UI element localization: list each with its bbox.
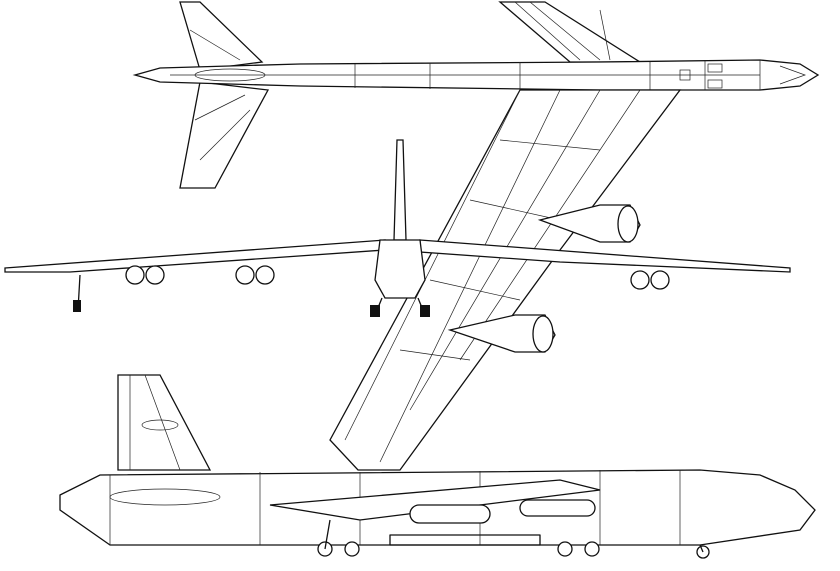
- side-view-wing: [269, 479, 601, 521]
- top-view-engine-pod-inner: [537, 204, 641, 243]
- top-view-wing-upper: [498, 1, 643, 63]
- side-view: [59, 374, 816, 559]
- front-view: [4, 139, 791, 317]
- top-view-stabilizer-upper: [179, 1, 264, 71]
- front-view-wing-left: [4, 239, 386, 273]
- side-view-engine-pods: [409, 499, 596, 524]
- side-view-fin: [117, 374, 212, 471]
- front-view-fin: [393, 139, 407, 241]
- top-view: [132, 1, 820, 471]
- top-view-stabilizer-lower: [179, 81, 270, 189]
- front-view-fuselage: [374, 239, 426, 299]
- top-view-engine-pod-outer: [447, 314, 556, 353]
- front-view-engines: [125, 265, 670, 290]
- top-view-wing-lower: [329, 89, 682, 471]
